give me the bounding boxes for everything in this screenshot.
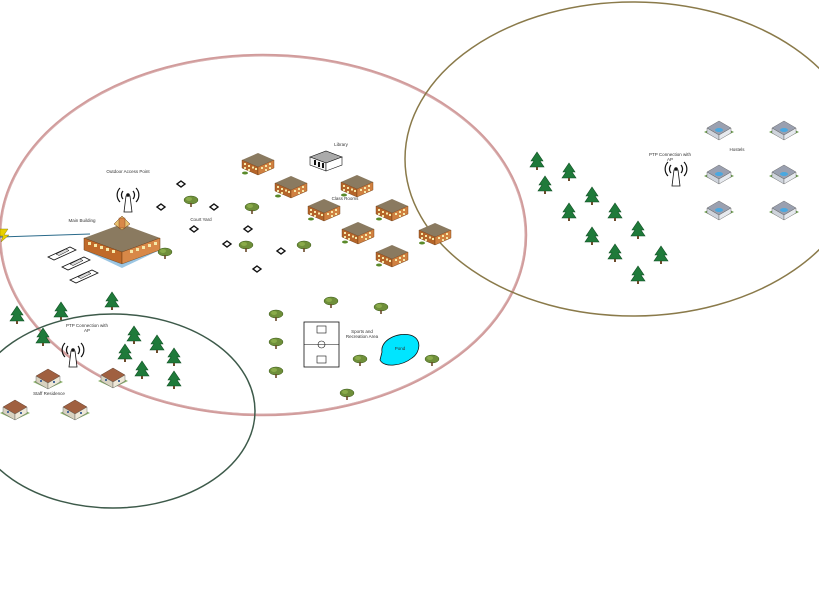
- pine-tree-icon: [607, 202, 623, 222]
- pond-label: Pond: [394, 346, 406, 351]
- pine-tree-icon: [630, 220, 646, 240]
- hostel-building-icon: [703, 120, 735, 141]
- pine-tree-icon: [149, 334, 165, 354]
- courtyard-marker-icon: [189, 225, 199, 233]
- pine-tree-icon: [584, 186, 600, 206]
- pine-tree-icon: [584, 226, 600, 246]
- hostel-building-icon: [768, 120, 800, 141]
- sports-court-icon: [303, 321, 340, 368]
- pine-tree-icon: [166, 347, 182, 367]
- class-rooms-label: Class Rooms: [331, 196, 359, 201]
- pine-tree-icon: [537, 175, 553, 195]
- round-tree-icon: [339, 388, 355, 401]
- car-icon: [61, 256, 91, 271]
- hostel-coverage-ring: [404, 1, 819, 317]
- main-building-icon: [83, 215, 161, 268]
- round-tree-icon: [268, 366, 284, 379]
- courtyard-marker-icon: [176, 180, 186, 188]
- sports-area-label: Sports and Recreation Area: [345, 329, 379, 339]
- classroom-building-icon: [340, 174, 374, 198]
- lightning-icon: [0, 228, 10, 243]
- round-tree-icon: [244, 202, 260, 215]
- round-tree-icon: [352, 354, 368, 367]
- round-tree-icon: [296, 240, 312, 253]
- hostel-ptp-tower-icon: [664, 161, 688, 187]
- round-tree-icon: [238, 240, 254, 253]
- pine-tree-icon: [126, 325, 142, 345]
- round-tree-icon: [268, 309, 284, 322]
- hostel-building-icon: [768, 164, 800, 185]
- hostel-building-icon: [703, 164, 735, 185]
- staff-residence-house-icon: [0, 399, 31, 421]
- pine-tree-icon: [53, 301, 69, 321]
- ptp-right-label: PTP Connection with AP: [649, 152, 691, 162]
- staff-residence-house-icon: [32, 368, 64, 390]
- pine-tree-icon: [104, 291, 120, 311]
- classroom-building-icon: [375, 244, 409, 268]
- library-label: Library: [334, 142, 348, 147]
- library-icon: [309, 150, 343, 172]
- courtyard-marker-icon: [209, 203, 219, 211]
- classroom-building-icon: [241, 152, 275, 176]
- pine-tree-icon: [561, 162, 577, 182]
- classroom-building-icon: [341, 221, 375, 245]
- round-tree-icon: [424, 354, 440, 367]
- pine-tree-icon: [653, 245, 669, 265]
- staff-residence-house-icon: [97, 367, 129, 389]
- courtyard-marker-icon: [252, 265, 262, 273]
- pine-tree-icon: [529, 151, 545, 171]
- pine-tree-icon: [166, 370, 182, 390]
- staff-coverage-ring: [0, 313, 256, 509]
- courtyard-marker-icon: [243, 225, 253, 233]
- outdoor-ap-tower-icon: [116, 187, 140, 213]
- outdoor-ap-label: Outdoor Access Point: [106, 169, 150, 174]
- courtyard-marker-icon: [276, 247, 286, 255]
- classroom-building-icon: [307, 198, 341, 222]
- round-tree-icon: [157, 247, 173, 260]
- classroom-building-icon: [274, 175, 308, 199]
- main-building-label: Main Building: [68, 218, 96, 223]
- courtyard-marker-icon: [222, 240, 232, 248]
- classroom-building-icon: [418, 222, 452, 246]
- classroom-building-icon: [375, 198, 409, 222]
- car-icon: [47, 246, 77, 261]
- round-tree-icon: [268, 337, 284, 350]
- pine-tree-icon: [630, 265, 646, 285]
- hostels-label: Hostels: [729, 147, 745, 152]
- pine-tree-icon: [35, 327, 51, 347]
- staff-residence-label: Staff Residence: [33, 391, 65, 396]
- round-tree-icon: [323, 296, 339, 309]
- round-tree-icon: [373, 302, 389, 315]
- pine-tree-icon: [134, 360, 150, 380]
- campus-coverage-ring: [0, 53, 528, 417]
- ptp-link-line: [0, 233, 91, 238]
- courtyard-marker-icon: [156, 203, 166, 211]
- round-tree-icon: [183, 195, 199, 208]
- car-icon: [69, 269, 99, 284]
- court-yard-label: Court Yard: [190, 217, 212, 222]
- ptp-left-label: PTP Connection with AP: [66, 323, 108, 333]
- hostel-building-icon: [768, 200, 800, 221]
- hostel-building-icon: [703, 200, 735, 221]
- pine-tree-icon: [117, 343, 133, 363]
- pond-icon: [379, 333, 420, 366]
- staff-residence-house-icon: [59, 399, 91, 421]
- pine-tree-icon: [561, 202, 577, 222]
- pine-tree-icon: [607, 243, 623, 263]
